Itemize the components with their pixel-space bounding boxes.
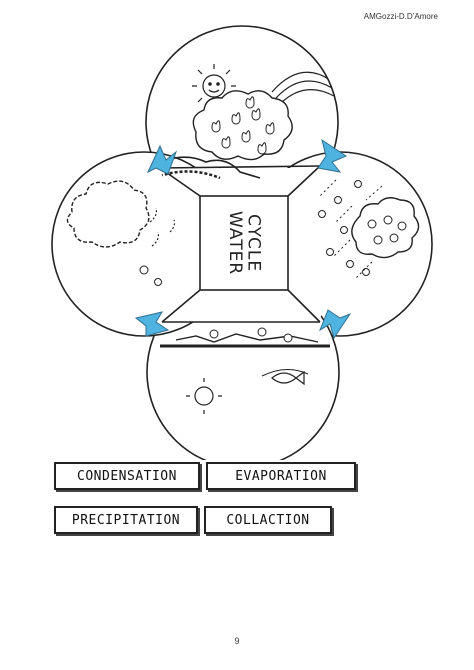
droplets-bottom <box>209 327 293 343</box>
rain-drops <box>318 180 407 276</box>
label-precipitation[interactable]: PRECIPITATION <box>54 506 198 534</box>
arrow-bottom-right-icon <box>318 309 352 340</box>
label-condensation[interactable]: CONDENSATION <box>54 462 200 490</box>
title-word-cycle: CYCLE <box>243 213 264 273</box>
vapor-trail <box>149 207 176 247</box>
label-collaction[interactable]: COLLACTION <box>204 506 332 534</box>
top-scene-evaporation <box>149 64 335 180</box>
arrow-top-left-icon <box>146 144 178 175</box>
bottom-scene-collection <box>160 327 330 414</box>
arrow-bottom-left-icon <box>134 311 170 337</box>
right-scene-precipitation <box>318 179 420 279</box>
water-cycle-diagram <box>51 25 433 460</box>
fish-icon <box>271 370 305 386</box>
title-word-water: WATER <box>225 210 245 276</box>
cycle-arrows <box>134 138 352 340</box>
label-evaporation[interactable]: EVAPORATION <box>206 462 356 490</box>
author-credit: AMGozzi-D.D’Amore <box>363 12 438 21</box>
center-frame <box>159 165 321 323</box>
bottom-sun-icon <box>186 378 222 414</box>
droplets-top <box>211 96 275 155</box>
rain-cloud-icon <box>351 197 420 259</box>
rainbow-icon <box>271 71 331 93</box>
left-scene-condensation <box>66 180 176 286</box>
sun-icon <box>192 64 236 108</box>
arrow-top-right-icon <box>317 138 348 173</box>
page-number: 9 <box>234 636 240 646</box>
vapor-cloud-icon <box>66 180 150 248</box>
cloud-icon <box>192 90 293 161</box>
diagram-title: WATER CYCLE <box>206 200 282 286</box>
